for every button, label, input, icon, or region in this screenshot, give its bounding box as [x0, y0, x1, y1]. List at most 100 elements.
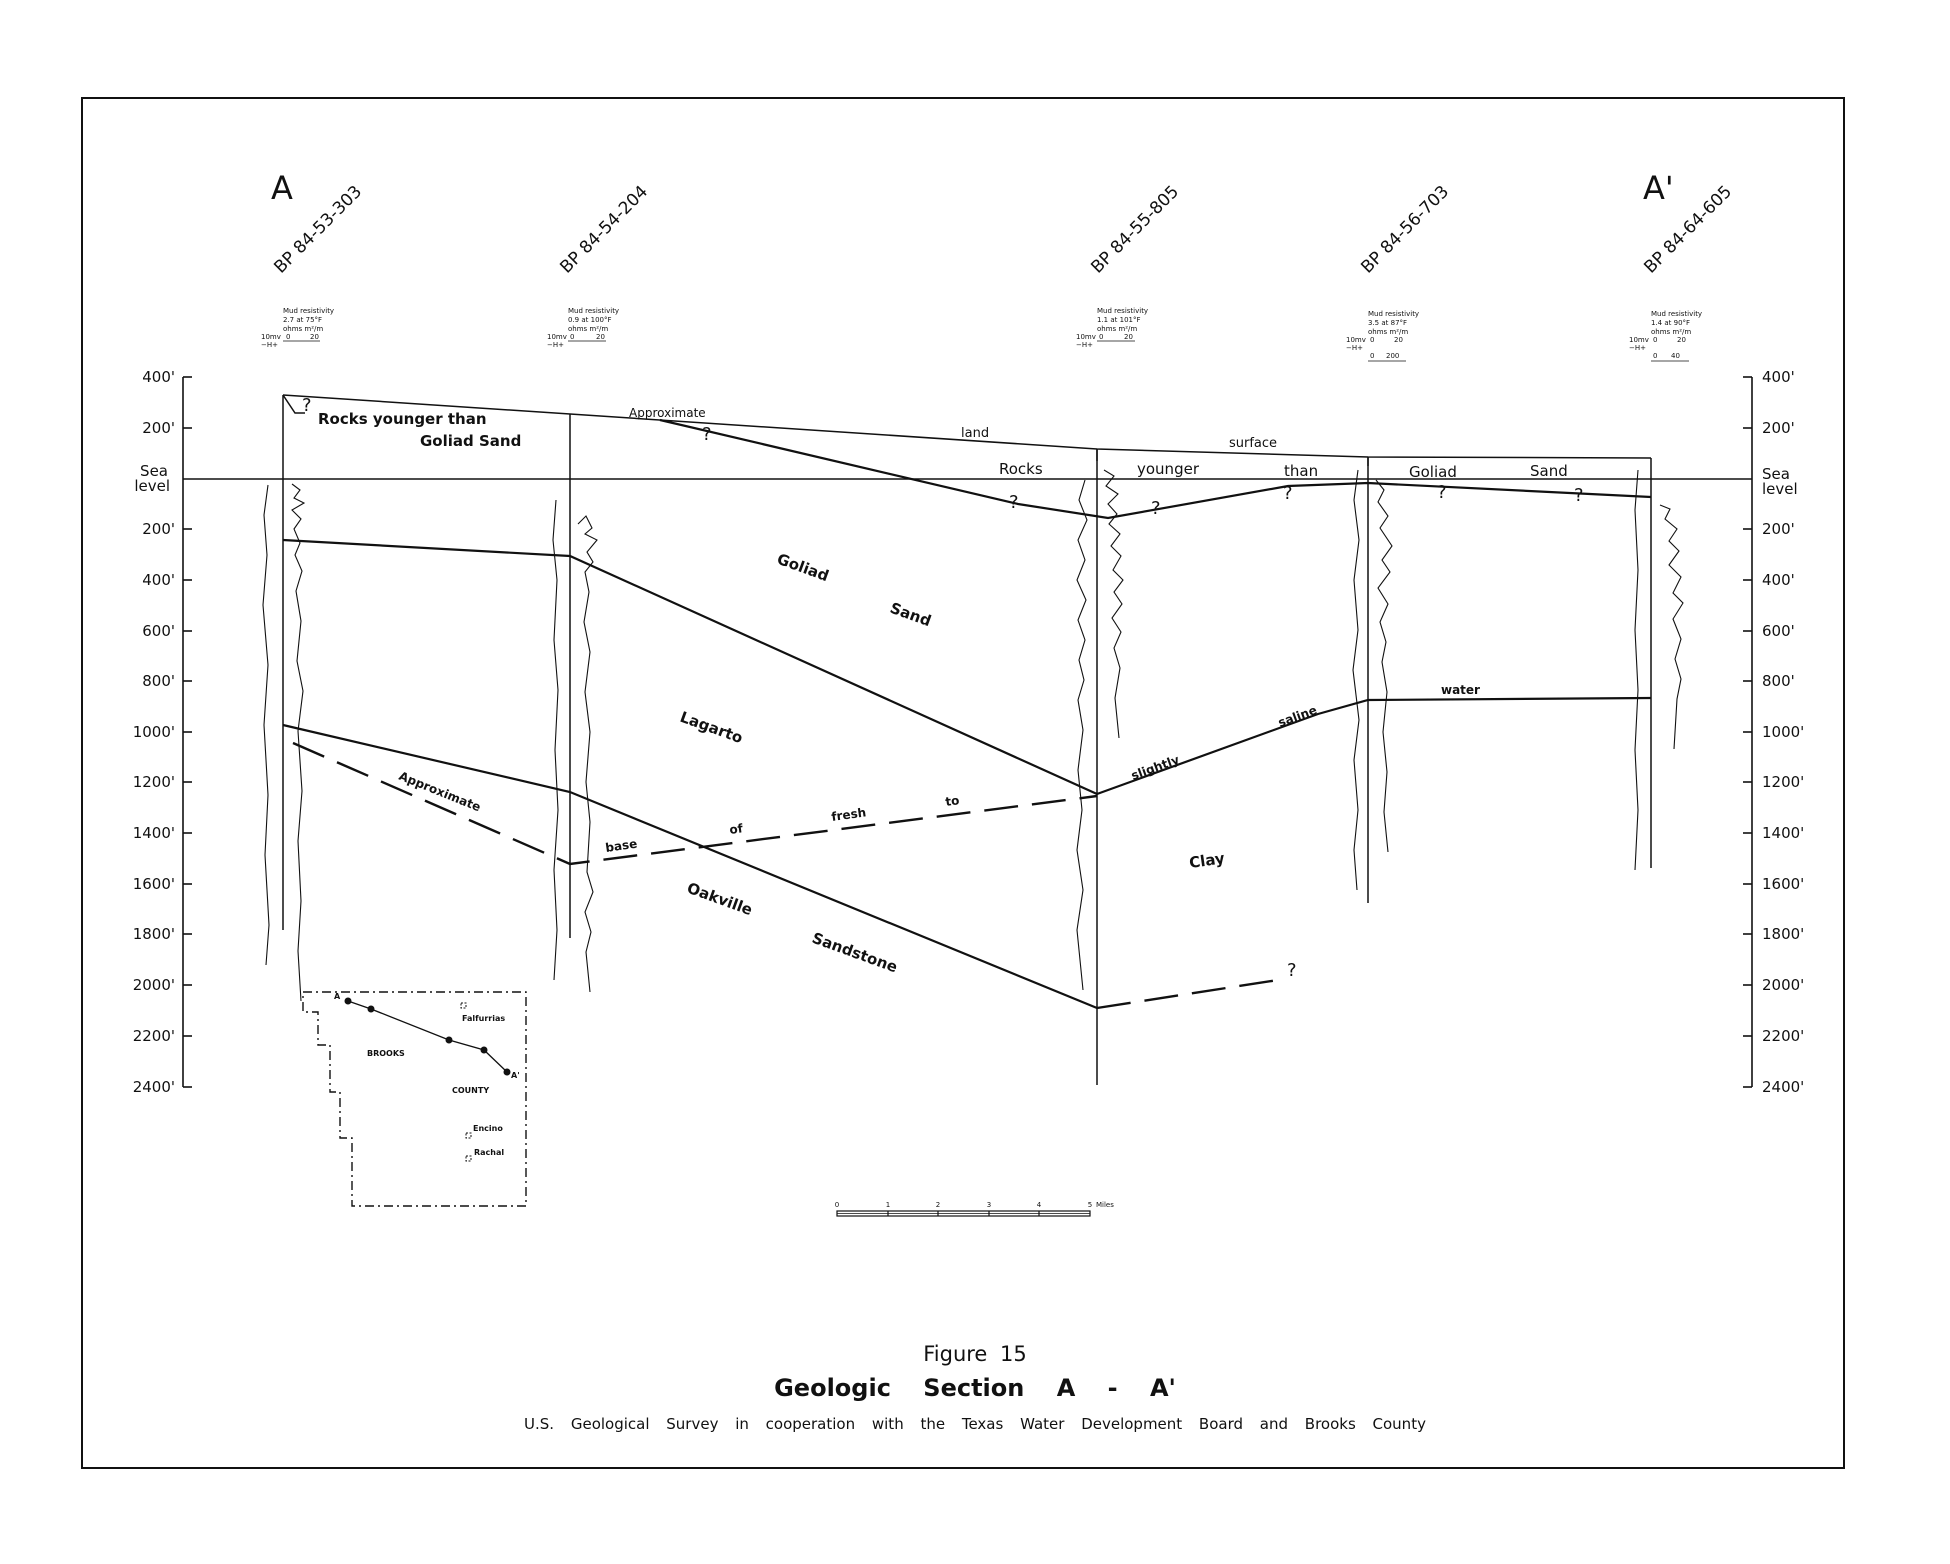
uncertain-contact-marks: ? ? ? ? ? ? ? ?	[302, 395, 1584, 981]
mud-note-line: 10mv	[1346, 336, 1366, 344]
mud-note-well-3: Mud resistivity 1.1 at 101°F ohms m²/m 1…	[1076, 307, 1148, 349]
mud-note-line: 0	[1653, 352, 1657, 360]
town-symbol	[460, 1002, 467, 1009]
mud-note-line: 40	[1671, 352, 1680, 360]
sp-curve	[1352, 469, 1360, 891]
label-rocks-younger: Rocks younger than	[318, 410, 487, 428]
mud-note-line: 20	[596, 333, 605, 341]
mud-note-line: ohms m²/m	[1097, 325, 1137, 333]
depth-label: 400'	[1762, 571, 1795, 589]
question-mark: ?	[1287, 960, 1297, 981]
depth-label: 2200'	[133, 1027, 175, 1045]
well-location-dot	[367, 1005, 375, 1013]
mud-note-line: 2.7 at 75°F	[283, 316, 322, 324]
land-surface	[282, 394, 1652, 1085]
inset-town-label: Encino	[473, 1124, 503, 1133]
mud-note-line: 1.4 at 90°F	[1651, 319, 1690, 327]
scale-tick-label: 5	[1088, 1201, 1092, 1209]
mud-note-line: −H+	[1629, 344, 1646, 352]
depth-axis-right: 400' 200' Sea level 200' 400' 600' 800' …	[1743, 368, 1804, 1096]
scale-bar: 0 1 2 3 4 5 Miles	[835, 1201, 1114, 1217]
well-location-dot	[445, 1036, 453, 1044]
depth-label: 400'	[142, 368, 175, 386]
depth-label: 1800'	[1762, 925, 1804, 943]
label-goliad-unit: Goliad	[775, 550, 832, 585]
mud-note-line: 0	[1370, 336, 1374, 344]
mud-note-line: −H+	[1346, 344, 1363, 352]
depth-label: 600'	[142, 622, 175, 640]
town-symbol	[465, 1132, 472, 1139]
well-label: BP 84-55-805	[1087, 182, 1183, 278]
mud-note-line: 0	[1099, 333, 1103, 341]
resistivity-curve	[1659, 504, 1684, 750]
well-location-dot	[344, 997, 352, 1005]
electric-logs	[262, 469, 1684, 1002]
depth-label: 200'	[1762, 520, 1795, 538]
dashed-contacts	[292, 741, 1279, 1010]
mud-note-line: −H+	[547, 341, 564, 349]
resistivity-curve	[577, 515, 598, 993]
resistivity-curve	[1375, 479, 1393, 853]
base-lagarto-clay	[282, 723, 1098, 1010]
base-goliad-sand	[282, 538, 1098, 796]
label-fresh: fresh	[830, 805, 867, 824]
mud-note-line: 1.1 at 101°F	[1097, 316, 1141, 324]
inset-label-a: A	[334, 992, 341, 1001]
label-lagarto: Lagarto	[678, 708, 746, 747]
label-oakville: Oakville	[685, 879, 755, 919]
well-labels: BP 84-53-303 BP 84-54-204 BP 84-55-805 B…	[270, 182, 1736, 278]
inset-label-a-prime: A'	[511, 1071, 520, 1080]
water-labels: Approximate base of fresh to slightly sa…	[397, 683, 1480, 855]
well-location-dot	[503, 1068, 511, 1076]
question-mark: ?	[1283, 483, 1293, 504]
depth-label: 2400'	[133, 1078, 175, 1096]
depth-label: 800'	[142, 672, 175, 690]
depth-label: 200'	[142, 520, 175, 538]
label-of: of	[728, 821, 744, 837]
fresh-water-contact-east	[1096, 696, 1652, 796]
scale-tick-label: 4	[1037, 1201, 1042, 1209]
depth-label: 400'	[142, 571, 175, 589]
depth-label: 1200'	[1762, 773, 1804, 791]
depth-label: 2000'	[1762, 976, 1804, 994]
label-slightly: slightly	[1129, 752, 1181, 782]
scale-tick-label: 1	[886, 1201, 890, 1209]
question-mark: ?	[702, 424, 712, 445]
label-land: land	[961, 426, 989, 441]
sea-level-label: Sea	[1762, 465, 1790, 483]
depth-label: 600'	[1762, 622, 1795, 640]
depth-label: 1000'	[133, 723, 175, 741]
resistivity-curve	[291, 483, 306, 1002]
label-sand-upper: Sand	[1530, 462, 1568, 480]
mud-note-line: 10mv	[1629, 336, 1649, 344]
label-sandstone: Sandstone	[810, 929, 900, 977]
label-sand-unit: Sand	[888, 599, 934, 630]
label-clay: Clay	[1188, 849, 1226, 872]
scale-unit-label: Miles	[1096, 1201, 1114, 1209]
mud-note-line: 10mv	[1076, 333, 1096, 341]
sea-level-label: Sea	[140, 462, 168, 480]
depth-label: 400'	[1762, 368, 1795, 386]
mud-note-line: 20	[1124, 333, 1133, 341]
depth-label: 2000'	[133, 976, 175, 994]
depth-label: 2200'	[1762, 1027, 1804, 1045]
depth-label: 1400'	[1762, 824, 1804, 842]
mud-note-line: 200	[1386, 352, 1399, 360]
depth-label: 1600'	[133, 875, 175, 893]
mud-note-line: 10mv	[261, 333, 281, 341]
mud-note-line: −H+	[1076, 341, 1093, 349]
oakville-base-projection	[1096, 978, 1279, 1010]
scale-tick-label: 2	[936, 1201, 940, 1209]
mud-note-line: ohms m²/m	[1368, 328, 1408, 336]
well-label: BP 84-56-703	[1357, 182, 1453, 278]
inset-label-brooks: BROOKS	[367, 1049, 405, 1058]
mud-note-line: 0	[570, 333, 574, 341]
mud-note-well-1: Mud resistivity 2.7 at 75°F ohms m²/m 10…	[261, 307, 334, 349]
mud-note-well-4: Mud resistivity 3.5 at 87°F ohms m²/m 10…	[1346, 310, 1419, 362]
mud-resistivity-notes: Mud resistivity 2.7 at 75°F ohms m²/m 10…	[261, 307, 1702, 362]
label-surface: surface	[1229, 436, 1277, 451]
label-goliad-upper: Goliad	[1409, 463, 1457, 481]
formation-contacts	[282, 394, 1652, 1010]
sp-curve	[1076, 479, 1088, 991]
mud-note-line: ohms m²/m	[568, 325, 608, 333]
